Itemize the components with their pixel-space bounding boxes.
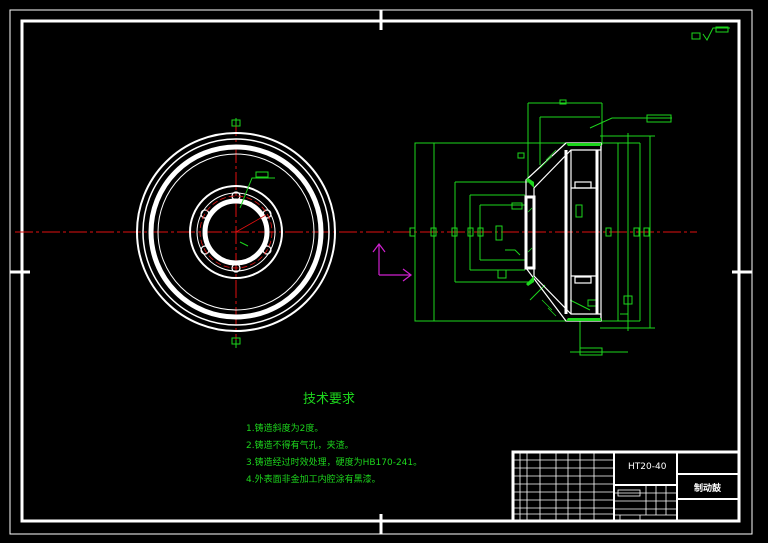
tech-note-3: 3.铸造经过时效处理，硬度为HB170-241。: [246, 458, 423, 468]
hub-bore-circle: [202, 198, 270, 266]
tech-note-4: 4.外表面非金加工内腔涂有黑漆。: [246, 475, 381, 485]
ucs-icon: [372, 243, 412, 282]
drawing-frame: [20, 19, 741, 523]
title-block: [511, 450, 741, 523]
hub-flange-section: [524, 195, 536, 270]
tech-note-1: 1.铸造斜度为2度。: [246, 424, 324, 434]
title-block-material: HT20-40: [628, 462, 667, 472]
end-view: [15, 118, 697, 348]
centering-marks: [10, 10, 752, 534]
hub-outer-circle: [189, 185, 283, 279]
drum-section-upper: [525, 142, 602, 198]
tech-requirements-title: 技术要求: [303, 392, 356, 407]
tech-note-2: 2.铸造不得有气孔，夹渣。: [246, 441, 354, 451]
section-view: [409, 99, 672, 356]
roughness-symbol-corner: [691, 26, 730, 41]
title-block-part-name: 制动鼓: [694, 484, 722, 494]
outer-rim-circle: [136, 132, 336, 332]
